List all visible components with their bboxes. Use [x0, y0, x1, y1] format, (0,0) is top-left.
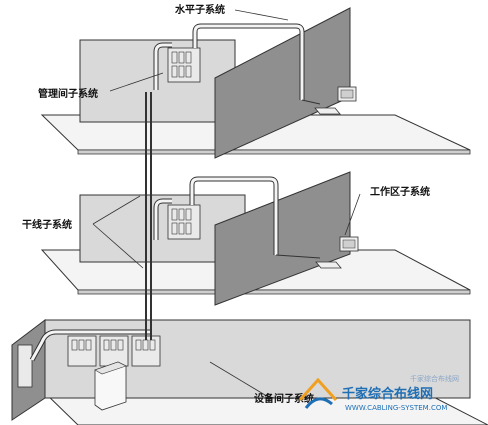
label-backbone-subsystem: 干线子系统: [22, 218, 72, 231]
floor-3: [40, 7, 471, 159]
floor-1-wall-panel: [17, 344, 33, 388]
watermark-name: 千家综合布线网: [342, 386, 433, 402]
floor-1-equipment-cabinet: [94, 361, 127, 411]
watermark-top-text: 千家综合布线网: [410, 374, 459, 383]
label-equipment-subsystem: 设备间子系统: [254, 392, 314, 405]
watermark: 千家综合布线网 千家综合布线网 WWW.CABLING-SYSTEM.COM: [298, 374, 459, 412]
watermark-url: WWW.CABLING-SYSTEM.COM: [345, 404, 447, 412]
label-work-area-subsystem: 工作区子系统: [370, 185, 430, 198]
floor-2-slab-edge: [77, 289, 471, 295]
label-horizontal-subsystem: 水平子系统: [174, 3, 225, 16]
floor-3-slab-edge: [77, 149, 471, 155]
watermark-logo-icon: [298, 377, 338, 409]
label-management-subsystem: 管理间子系统: [38, 87, 98, 100]
floor-2-panel-ports: [171, 208, 192, 235]
floor-3-workstation: [301, 86, 357, 115]
floor-3-panel-ports: [171, 51, 192, 78]
floor-2: [40, 171, 471, 306]
leader-lines: [92, 9, 361, 399]
floor-1-rack-ports: [71, 339, 156, 351]
floor-2-partition-wall: [214, 171, 351, 306]
floor-1-racks: [67, 335, 161, 367]
floor-1: [11, 318, 488, 425]
floor-2-workstation: [275, 236, 359, 269]
backbone-risers: [145, 92, 152, 340]
